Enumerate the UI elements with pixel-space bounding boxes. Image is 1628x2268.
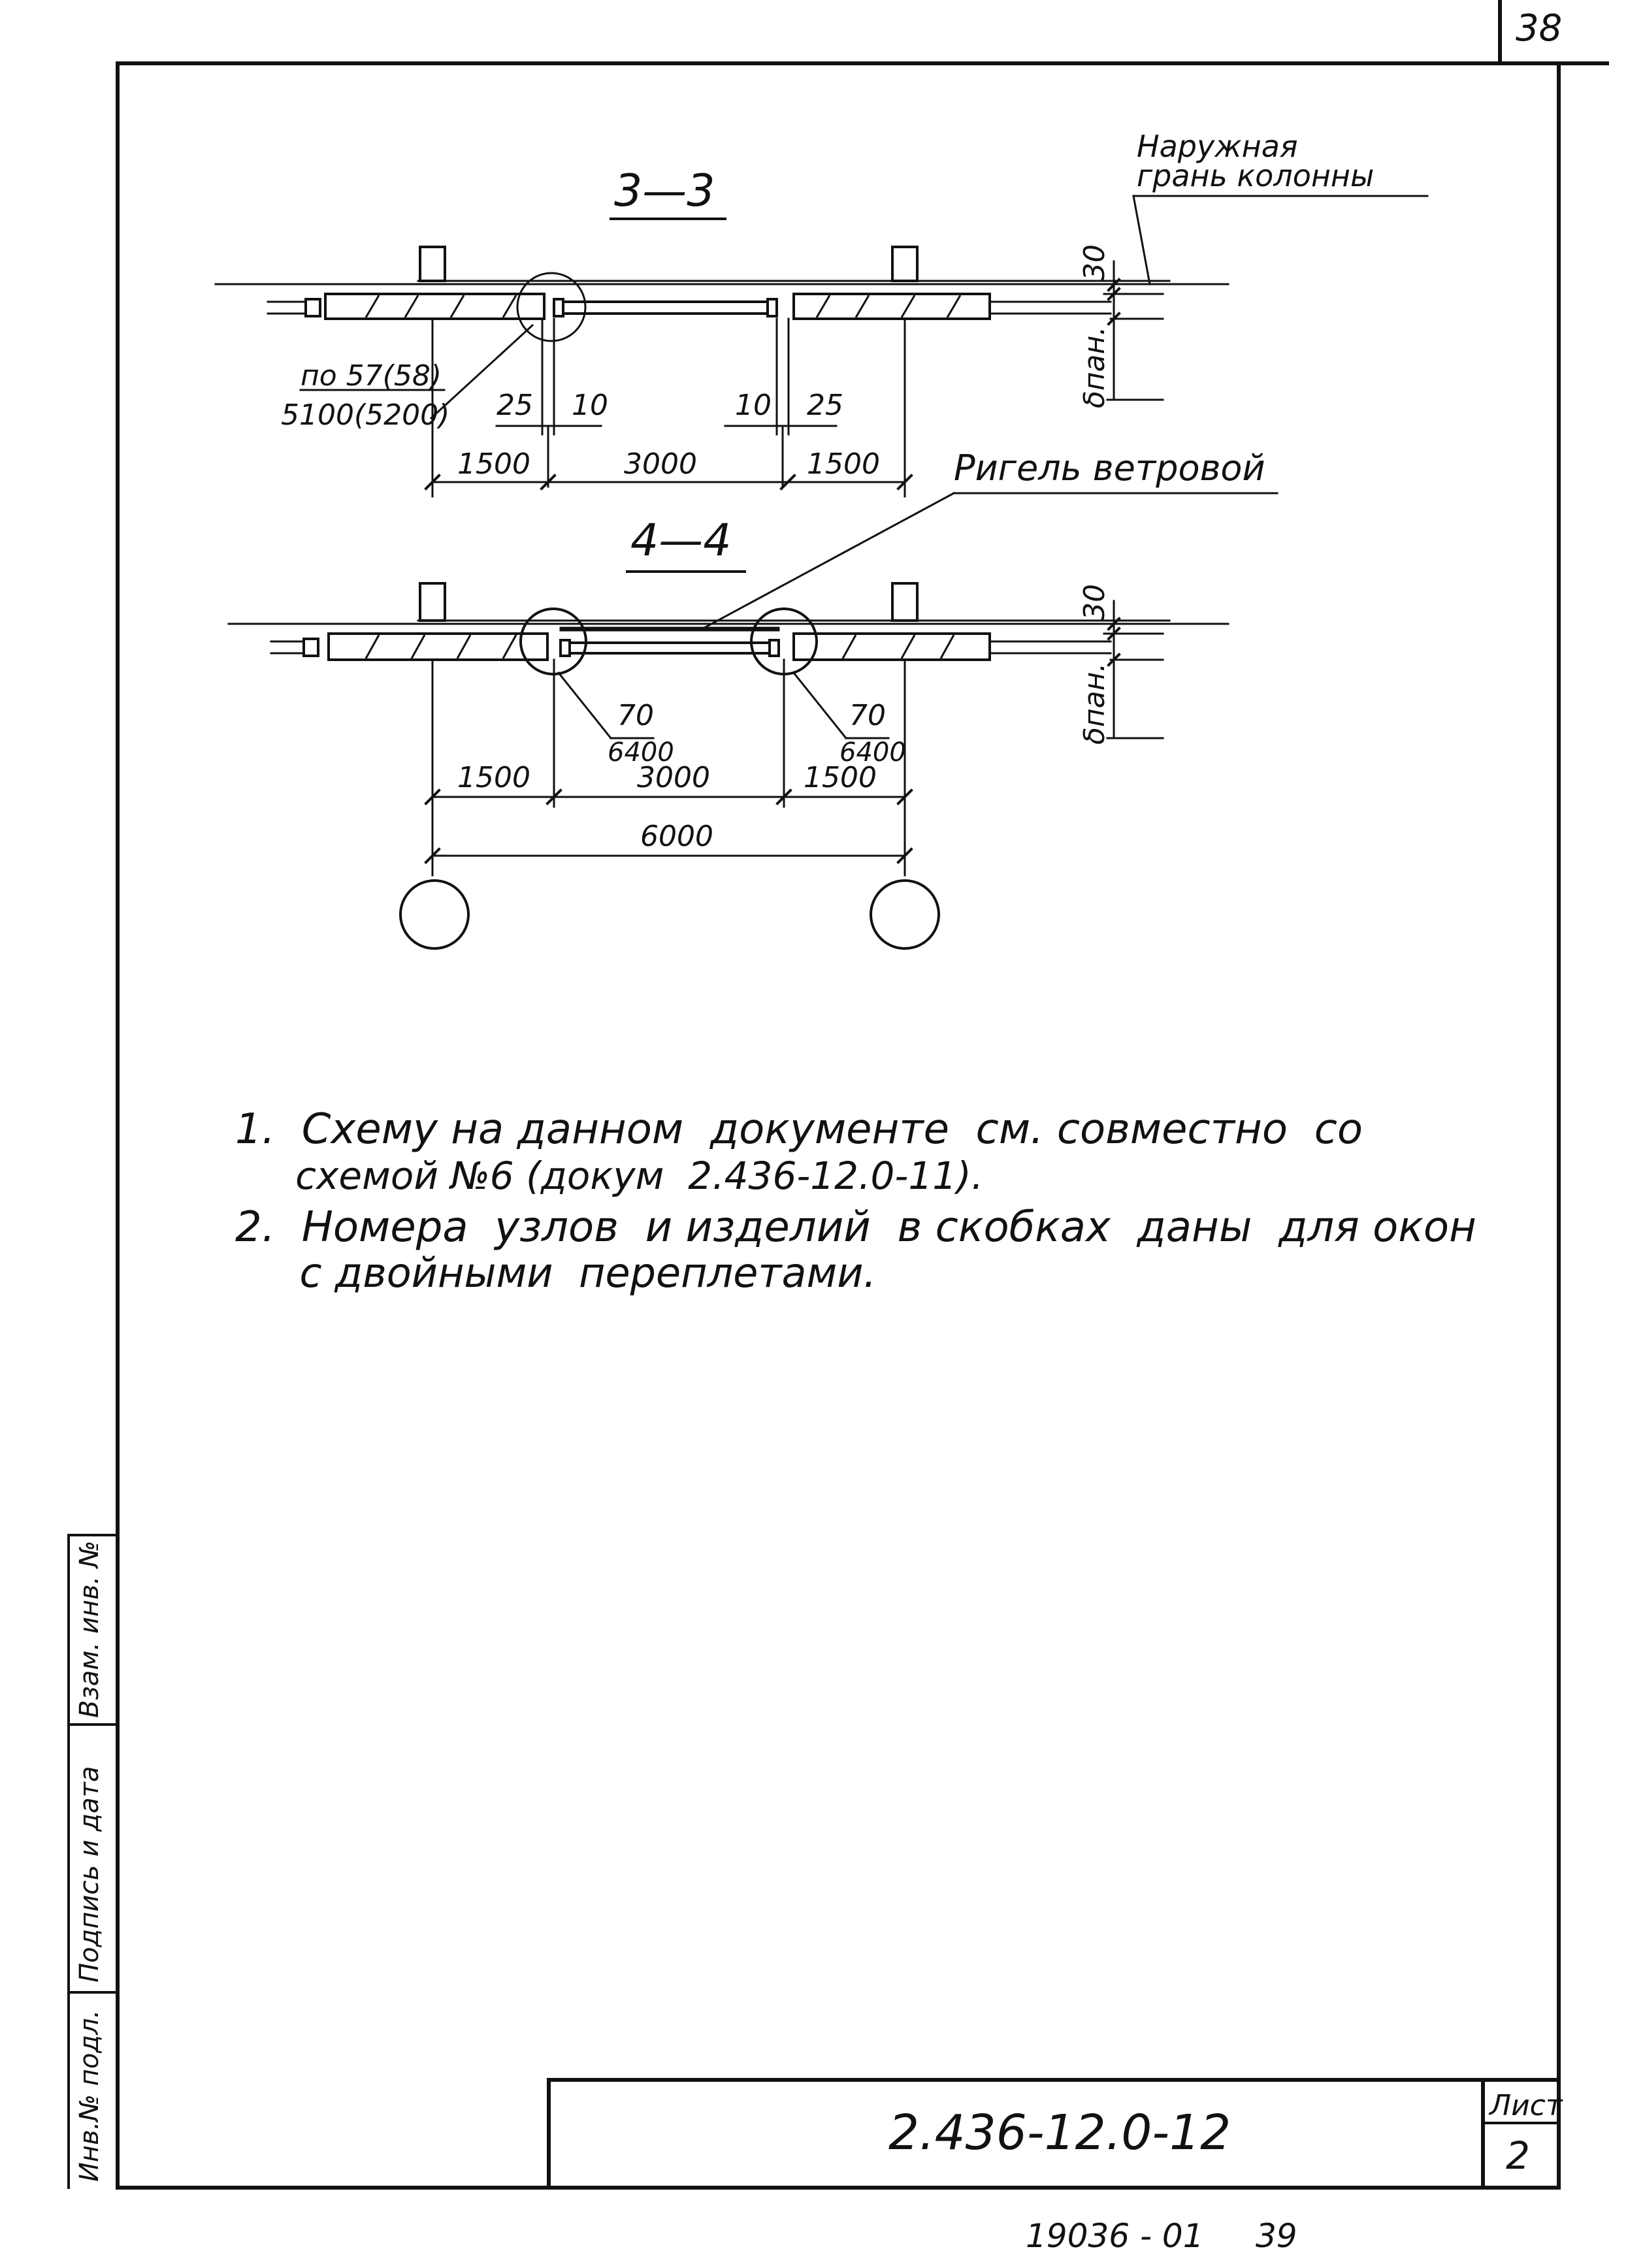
- dim-4-4-right: 1500: [804, 761, 877, 794]
- outer-face-note-line1: Наружная: [1137, 129, 1298, 164]
- dim-3-3-right-joint: 10: [735, 389, 772, 422]
- title-block: [547, 2078, 1561, 2190]
- dim-3-3-right-gap: 25: [807, 389, 843, 422]
- node-label-bottom: 5100(5200): [281, 398, 449, 432]
- note-line-1: 1. Схему на данном документе см. совмест…: [235, 1105, 1363, 1154]
- node-4-4-left-bottom: 6400: [608, 737, 674, 768]
- dim-4-4-panel: δпан.: [1078, 663, 1111, 745]
- side-stamp: [67, 1534, 119, 2189]
- dim-3-3-right: 1500: [807, 447, 880, 481]
- outer-face-note-line2: грань колонны: [1137, 158, 1374, 193]
- side-stamp-field-signature: Подпись и дата: [74, 1766, 105, 1983]
- dim-3-3-left-gap: 25: [497, 389, 533, 422]
- top-sheet-number: 38: [1516, 7, 1562, 50]
- section-3-3-geometry: [214, 195, 1429, 498]
- node-4-4-right-top: 70: [849, 699, 886, 732]
- section-4-4-title: 4—4: [630, 515, 732, 566]
- side-stamp-field-replace: Взам. инв. №: [74, 1540, 105, 1718]
- node-4-4-left-top: 70: [617, 699, 654, 732]
- dim-3-3-middle: 3000: [624, 447, 697, 481]
- sheet-frame: [116, 0, 1609, 2190]
- note-line-4: с двойными переплетами.: [235, 1249, 876, 1297]
- sheet-value: 2: [1506, 2133, 1530, 2178]
- dim-3-3-panel: δпан.: [1078, 327, 1111, 408]
- node-label-top: по 57(58): [301, 359, 442, 393]
- section-4-4-geometry: [227, 582, 1229, 950]
- dim-4-4-vertical: 30: [1078, 584, 1111, 621]
- sheet-label: Лист: [1488, 2089, 1563, 2122]
- side-stamp-field-invent: Инв.№ подл.: [74, 2010, 105, 2182]
- dim-4-4-left: 1500: [457, 761, 530, 794]
- note-line-2: схемой №6 (докум 2.436-12.0-11).: [235, 1154, 983, 1198]
- rigel-note: Ригель ветровой: [954, 447, 1265, 489]
- section-3-3-title: 3—3: [614, 165, 715, 217]
- dim-4-4-total: 6000: [640, 820, 713, 853]
- bottom-stamp: 19036 - 01 39: [1026, 2217, 1297, 2255]
- dim-3-3-left-joint: 10: [572, 389, 608, 422]
- node-4-4-right-bottom: 6400: [839, 737, 906, 768]
- note-line-3: 2. Номера узлов и изделий в скобках даны…: [235, 1203, 1476, 1252]
- dim-3-3-left: 1500: [457, 447, 530, 481]
- dim-4-4-middle: 3000: [637, 761, 710, 794]
- dim-3-3-vertical: 30: [1078, 244, 1111, 281]
- document-code: 2.436-12.0-12: [888, 2105, 1231, 2161]
